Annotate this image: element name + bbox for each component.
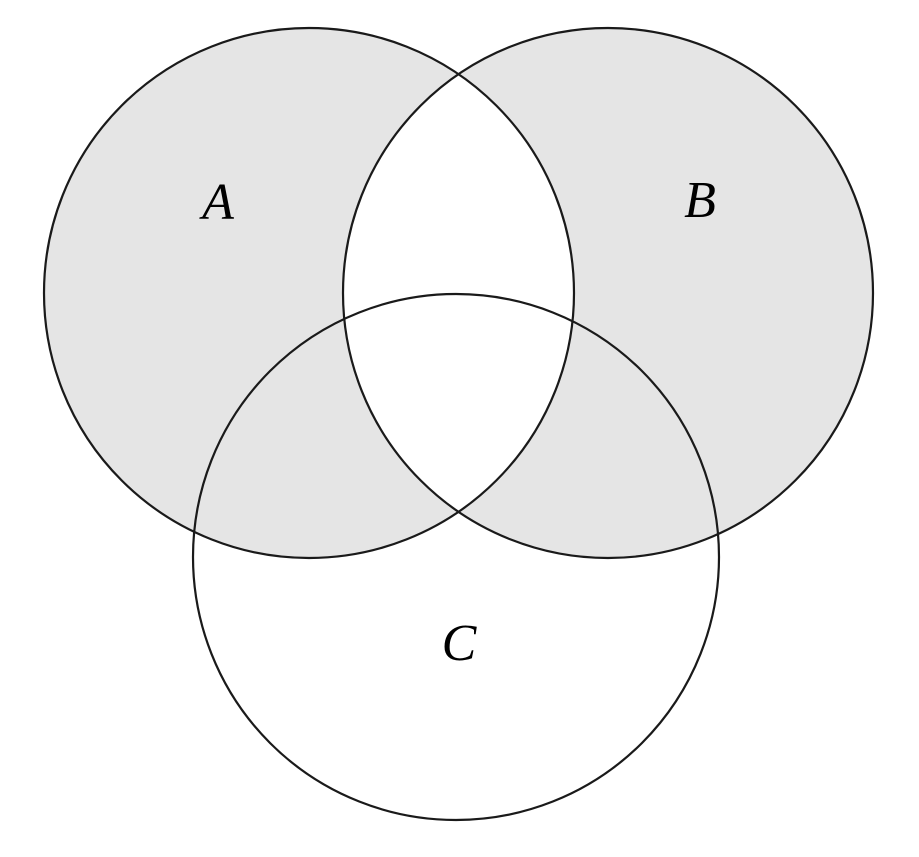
circle-outline-set-c [191,292,721,822]
set-label-a: A [199,174,234,231]
circle-outline-set-b [341,26,875,560]
circle-outline-set-a [42,26,576,560]
set-label-c: C [442,615,478,672]
set-label-b: B [684,172,716,229]
